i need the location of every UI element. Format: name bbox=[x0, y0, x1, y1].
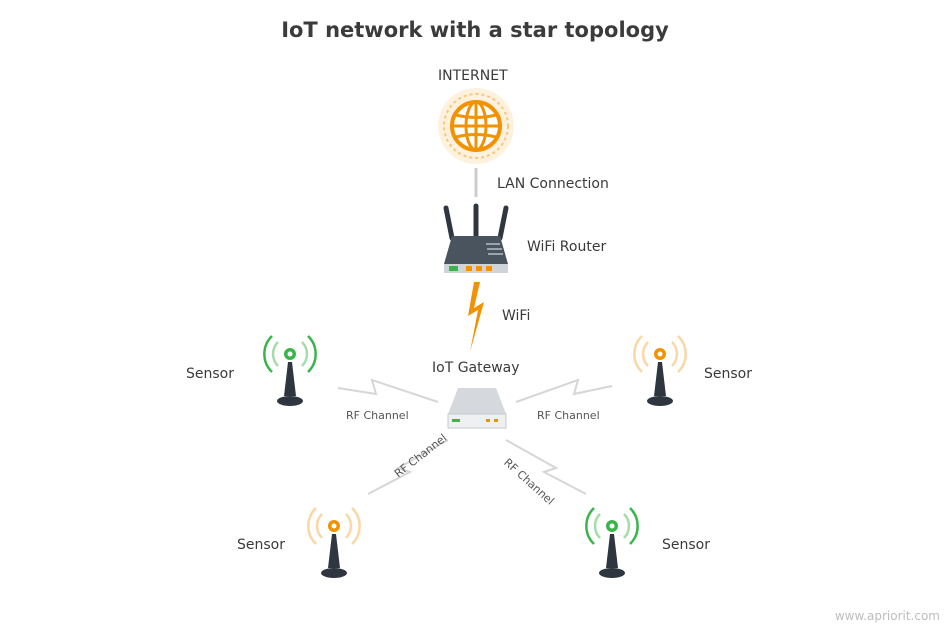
iot-gateway-icon bbox=[447, 388, 507, 429]
sensor-bottom-right-icon bbox=[585, 507, 639, 578]
sensor-bottom-left-label: Sensor bbox=[237, 537, 285, 553]
rf-link-top-left bbox=[337, 378, 439, 403]
wifi-router-icon bbox=[443, 203, 509, 273]
internet-label: INTERNET bbox=[438, 68, 508, 84]
internet-globe-icon bbox=[438, 88, 514, 164]
rf-channel-label-top-right: RF Channel bbox=[537, 409, 600, 422]
diagram-title: IoT network with a star topology bbox=[281, 18, 669, 42]
watermark: www.apriorit.com bbox=[834, 609, 940, 623]
sensor-top-left-icon bbox=[263, 335, 317, 406]
sensor-bottom-right-label: Sensor bbox=[662, 537, 710, 553]
lan-connection-label: LAN Connection bbox=[497, 176, 609, 192]
rf-link-bottom-right bbox=[505, 439, 587, 495]
wifi-router-label: WiFi Router bbox=[527, 239, 607, 255]
sensor-top-left-label: Sensor bbox=[186, 366, 234, 382]
wifi-lightning-icon bbox=[468, 282, 484, 352]
sensor-top-right-label: Sensor bbox=[704, 366, 752, 382]
wifi-label: WiFi bbox=[502, 308, 531, 324]
rf-link-bottom-left bbox=[367, 439, 449, 495]
iot-gateway-label: IoT Gateway bbox=[432, 360, 520, 376]
sensor-top-right-icon bbox=[633, 335, 687, 406]
rf-link-top-right bbox=[515, 378, 613, 403]
rf-channel-label-top-left: RF Channel bbox=[346, 409, 409, 422]
sensor-bottom-left-icon bbox=[307, 507, 361, 578]
